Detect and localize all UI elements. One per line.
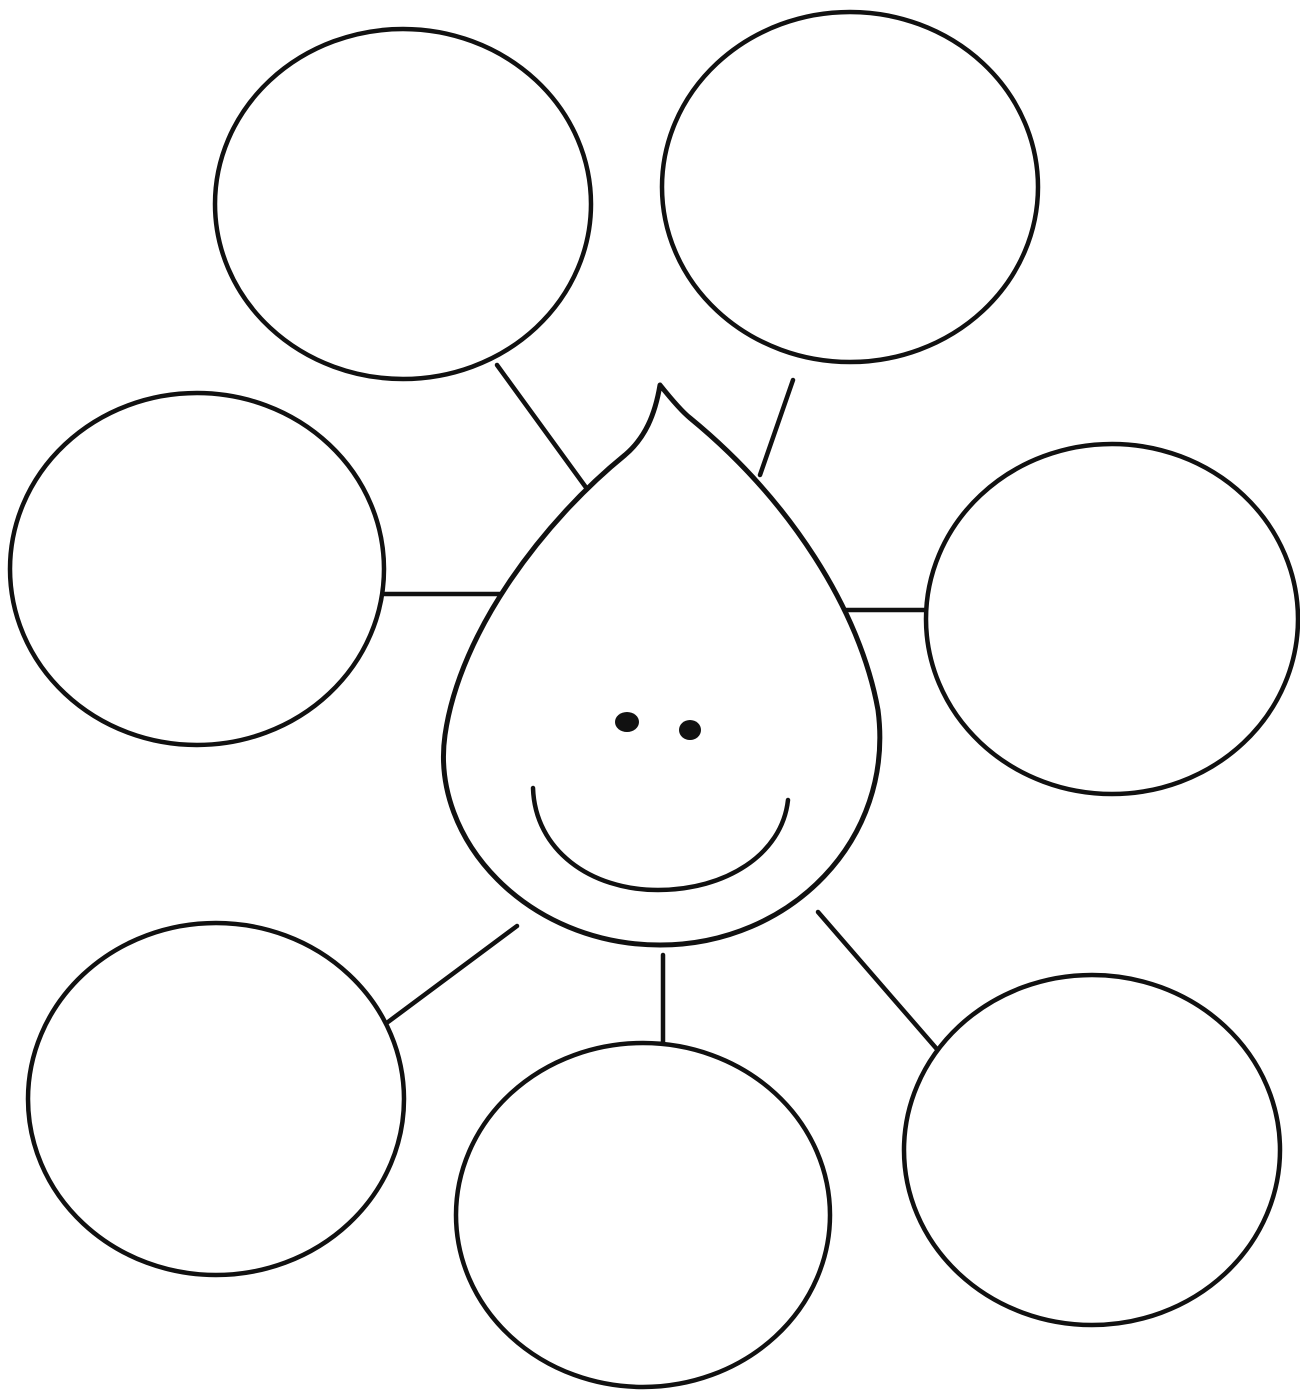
bubble-top-left[interactable] [215,29,591,379]
water-drop-icon [443,385,879,945]
bubble-middle-right[interactable] [926,444,1298,794]
bubble-bottom-center[interactable] [456,1043,830,1387]
bubble-bottom-left[interactable] [28,923,404,1275]
bubble-bottom-right[interactable] [904,975,1280,1325]
connector-top-right [760,380,793,475]
connector-bottom-left [388,926,517,1022]
right-eye-icon [679,720,701,740]
left-eye-icon [615,712,639,732]
connector-top-left [497,365,590,493]
bubble-middle-left[interactable] [10,393,384,745]
water-drop-center [443,385,879,945]
bubble-top-right[interactable] [662,12,1038,362]
connector-bottom-right [818,912,942,1055]
